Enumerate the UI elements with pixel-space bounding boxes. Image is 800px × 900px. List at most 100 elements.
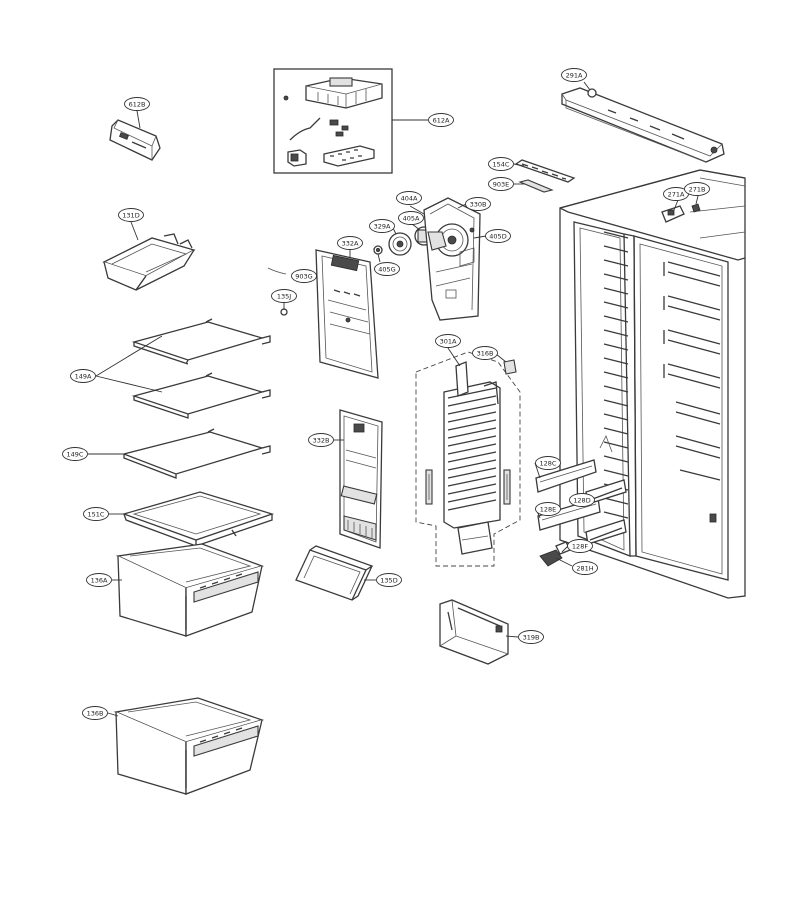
callout-part-128c: 128C [535, 456, 561, 470]
callout-part-405a: 405A [398, 211, 424, 225]
callout-part-271b: 271B [684, 182, 710, 196]
callout-part-291a: 291A [561, 68, 587, 82]
callout-part-319b: 319B [518, 630, 544, 644]
callout-part-149c: 149C [62, 447, 88, 461]
part-330b-fan-housing [423, 197, 481, 321]
callout-bubble [561, 68, 587, 82]
callout-text: 271A [668, 191, 685, 199]
part-149a-shelf-lower [131, 372, 271, 419]
callout-bubble [369, 219, 395, 233]
part-301a-evaporator [415, 351, 521, 567]
callout-text: 612A [433, 117, 450, 125]
callout-part-135j: 135J [271, 289, 297, 303]
callout-part-316b: 316B [472, 346, 498, 360]
part-136a-drawer [115, 543, 265, 637]
callout-text: 128C [540, 460, 557, 468]
callout-bubble [518, 630, 544, 644]
callout-bubble [572, 561, 598, 575]
callout-part-405d: 405D [485, 229, 511, 243]
callout-text: 128E [540, 506, 557, 514]
callout-text: 301A [440, 338, 457, 346]
callout-part-131d: 131D [118, 208, 144, 222]
callout-bubble [83, 507, 109, 521]
callout-bubble [465, 197, 491, 211]
callout-text: 271B [689, 186, 706, 194]
callout-bubble [488, 177, 514, 191]
callout-bubble [567, 539, 593, 553]
callout-text: 405A [403, 215, 420, 223]
callout-part-903g: 903G [291, 269, 317, 283]
part-329a-fan [388, 232, 412, 256]
callout-part-404a: 404A [396, 191, 422, 205]
callout-bubble [485, 229, 511, 243]
leader-lines [88, 81, 699, 717]
part-903g-wire [267, 267, 287, 275]
part-131d-bin [102, 233, 196, 291]
callout-text: 151C [88, 511, 105, 519]
callout-part-151c: 151C [83, 507, 109, 521]
callout-bubble [488, 157, 514, 171]
callout-bubble [337, 236, 363, 250]
callout-bubble [684, 182, 710, 196]
callout-part-903e: 903E [488, 177, 514, 191]
part-149a-shelf-upper [131, 318, 271, 365]
callout-bubble [271, 289, 297, 303]
refrigerator-cabinet [535, 169, 746, 599]
callout-labels: 612B 612A 291A 154C 903E 271A 271B 131D 404A 330B… [62, 68, 710, 720]
callout-text: 149A [75, 373, 92, 381]
callout-bubble [535, 456, 561, 470]
part-151c-frame [121, 491, 275, 547]
callout-part-281h: 281H [572, 561, 598, 575]
callout-part-332b: 332B [308, 433, 334, 447]
callout-text: 149C [67, 451, 84, 459]
callout-text: 136A [91, 577, 108, 585]
callout-part-612b: 612B [124, 97, 150, 111]
callout-part-154c: 154C [488, 157, 514, 171]
callout-bubble [428, 113, 454, 127]
callout-part-329a: 329A [369, 219, 395, 233]
part-291a-top-cover [561, 87, 725, 163]
part-903e-pad [518, 179, 554, 193]
callout-text: 319B [523, 634, 540, 642]
part-316b-sensor [503, 359, 517, 375]
callout-part-330b: 330B [465, 197, 491, 211]
callout-text: 135D [380, 577, 397, 585]
callout-bubble [472, 346, 498, 360]
callout-bubble [124, 97, 150, 111]
callout-text: 128D [573, 497, 590, 505]
part-154c-strip [514, 159, 576, 183]
ice-maker-kit-inset [273, 68, 393, 174]
callout-bubble [291, 269, 317, 283]
part-405g-grommet [373, 245, 383, 255]
callout-text: 316B [477, 350, 494, 358]
callout-text: 404A [401, 195, 418, 203]
callout-text: 332B [313, 437, 330, 445]
callout-text: 128F [572, 543, 588, 551]
callout-part-136b: 136B [82, 706, 108, 720]
callout-text: 136B [87, 710, 104, 718]
callout-text: 405G [378, 266, 395, 274]
callout-bubble [374, 262, 400, 276]
callout-part-128e: 128E [535, 502, 561, 516]
callout-part-405g: 405G [374, 262, 400, 276]
part-135d-tray [295, 545, 374, 601]
callout-part-612a: 612A [428, 113, 454, 127]
part-332a-evap-cover [315, 249, 379, 379]
part-149c-shelf [121, 428, 271, 479]
callout-part-128d: 128D [569, 493, 595, 507]
callout-bubble [396, 191, 422, 205]
callout-bubble [118, 208, 144, 222]
callout-text: 903E [493, 181, 510, 189]
callout-bubble [62, 447, 88, 461]
callout-text: 612B [129, 101, 146, 109]
callout-part-136a: 136A [86, 573, 112, 587]
callout-part-135d: 135D [376, 573, 402, 587]
callout-part-149a: 149A [70, 369, 96, 383]
callout-text: 131D [122, 212, 139, 220]
callout-part-301a: 301A [435, 334, 461, 348]
callout-bubble [70, 369, 96, 383]
callout-text: 405D [489, 233, 506, 241]
callout-part-332a: 332A [337, 236, 363, 250]
callout-part-128f: 128F [567, 539, 593, 553]
